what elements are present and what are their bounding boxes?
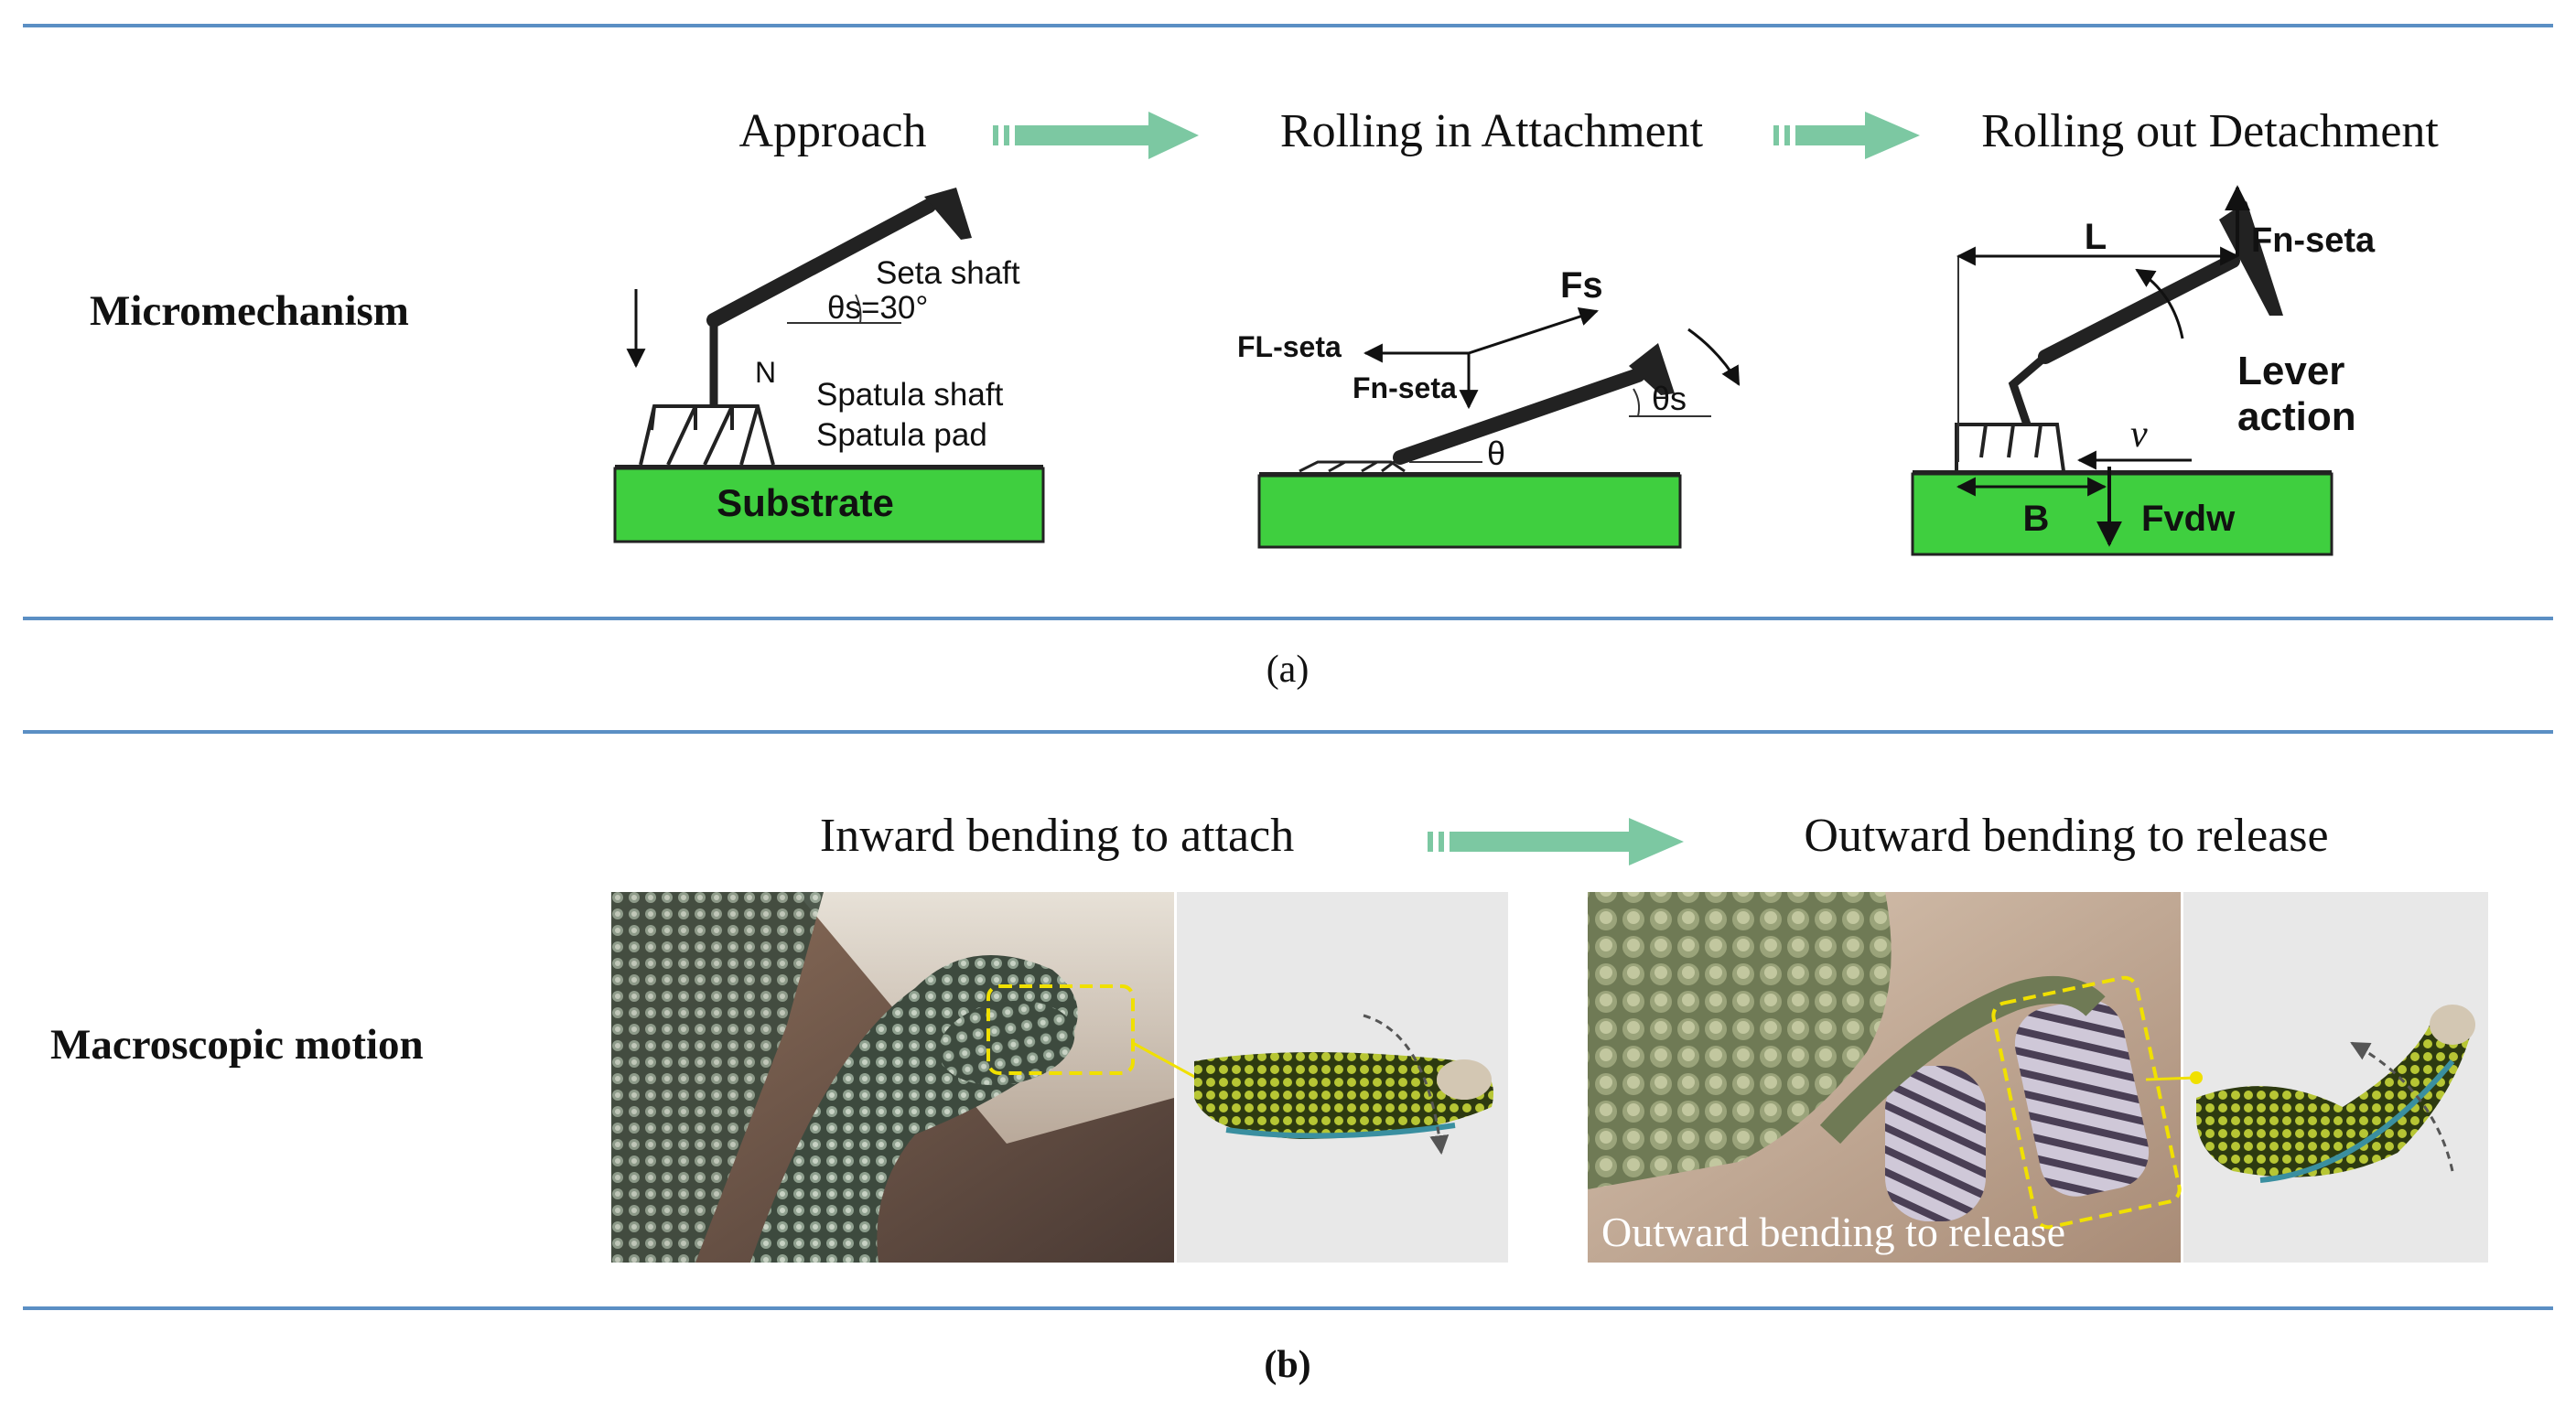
photo-inward-toe	[1132, 892, 1508, 1263]
spatula-pads-2	[1299, 456, 1406, 473]
flow-arrow-a2	[1773, 112, 1920, 159]
spatula-pads	[639, 404, 775, 466]
stage-inward: Inward bending to attach	[820, 810, 1294, 862]
outward-motion-arrow	[2350, 1041, 2454, 1172]
seta-shaft-3	[2038, 253, 2240, 364]
caption-b: (b)	[1264, 1344, 1310, 1386]
seta-stem-3	[2008, 353, 2048, 426]
label-lever: Lever	[2237, 349, 2344, 393]
inward-motion-arrow	[1363, 1014, 1450, 1155]
flow-arrow-a1	[993, 112, 1199, 159]
rotation-arrow	[2135, 268, 2184, 339]
label-spatula-shaft: Spatula shaft	[816, 377, 1004, 413]
label-l: L	[2085, 217, 2107, 257]
detachment-diagram: L Fn-seta Lever action v B Fvdw	[1911, 185, 2376, 556]
label-spatula-pad: Spatula pad	[816, 417, 987, 453]
substrate-block-2	[1257, 474, 1682, 549]
highlight-box-1	[986, 984, 1135, 1075]
seta-shaft-2	[1393, 368, 1645, 465]
label-fl-seta: FL-seta	[1237, 330, 1342, 363]
attachment-diagram: Fs FL-seta Fn-seta θs θ	[1237, 265, 1741, 549]
row-label-macroscopic: Macroscopic motion	[50, 1021, 424, 1069]
approach-diagram: Substrate Seta shaft θs=30° N Spatula sh…	[613, 188, 1045, 543]
photo-overlay-text: Outward bending to release	[1601, 1209, 2065, 1255]
stage-rolling-in: Rolling in Attachment	[1280, 105, 1704, 157]
flow-arrow-b	[1428, 818, 1684, 865]
caption-a: (a)	[1266, 649, 1310, 691]
label-theta: θ	[1487, 435, 1505, 472]
substrate-block	[613, 467, 1045, 543]
substrate-label: Substrate	[717, 481, 894, 524]
label-fs: Fs	[1560, 265, 1603, 306]
label-theta-s: θs	[1652, 380, 1687, 417]
force-fs	[1468, 306, 1599, 355]
seta-tip	[924, 188, 972, 240]
photo-inward-foot	[611, 892, 1174, 1263]
stage-rolling-out: Rolling out Detachment	[1981, 105, 2439, 157]
label-fn-seta: Fn-seta	[1353, 371, 1457, 404]
peel-arrow	[1687, 328, 1741, 386]
seta-shaft	[706, 199, 936, 328]
label-fvdw: Fvdw	[2141, 499, 2236, 539]
photo-outward-foot: Outward bending to release	[1588, 892, 2182, 1263]
label-normal-n: N	[755, 356, 776, 389]
label-v: v	[2130, 414, 2148, 456]
row-label-micromechanism: Micromechanism	[90, 287, 409, 335]
stage-outward: Outward bending to release	[1804, 810, 2328, 862]
stage-approach: Approach	[738, 105, 926, 157]
label-fn-seta-3: Fn-seta	[2251, 221, 2376, 260]
photo-outward-toe	[2145, 892, 2488, 1263]
spatula-pads-3	[1955, 423, 2065, 472]
highlight-box-2	[1991, 975, 2182, 1230]
label-b: B	[2023, 499, 2050, 539]
label-seta-shaft: Seta shaft	[876, 255, 1020, 291]
label-action: action	[2237, 394, 2356, 439]
label-theta-angle: θs=30°	[827, 290, 928, 326]
